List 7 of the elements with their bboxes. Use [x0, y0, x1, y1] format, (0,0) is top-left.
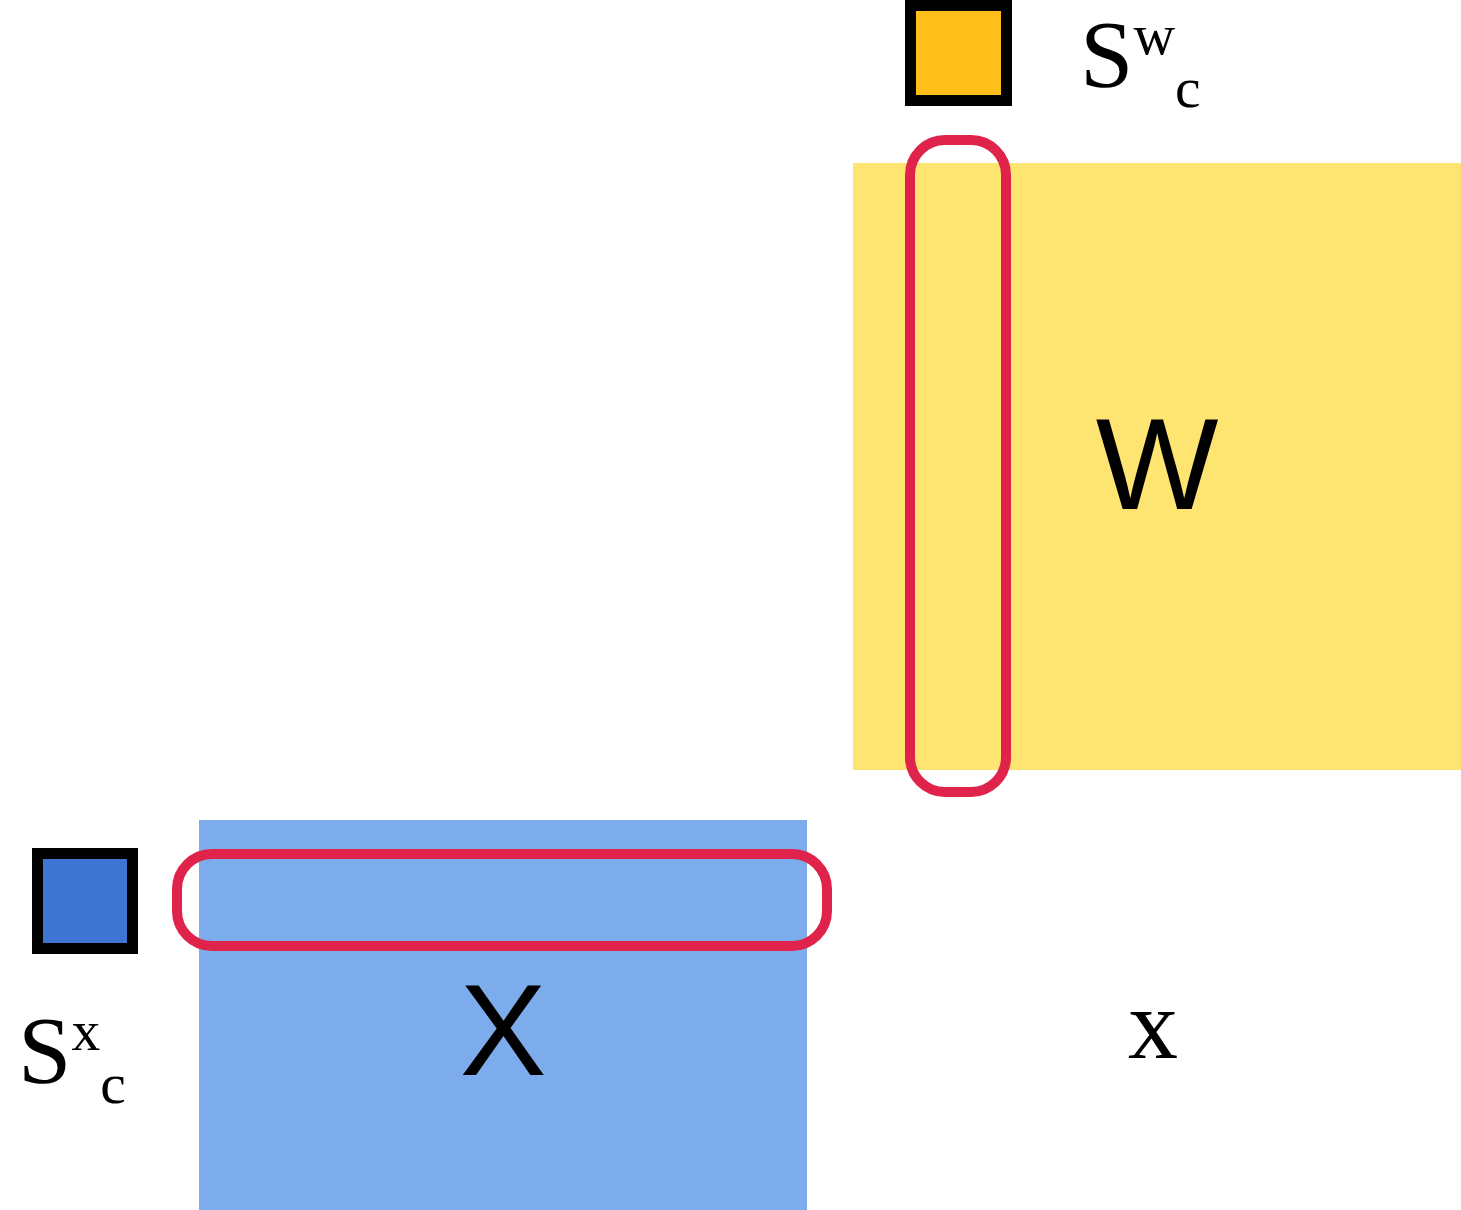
matrix-label: X: [459, 965, 547, 1095]
matrix-label: W: [1095, 398, 1219, 529]
highlight-outline: [905, 135, 1011, 797]
matrix-block: [853, 163, 1461, 770]
highlight-outline: [172, 849, 832, 951]
matrix-block: [199, 820, 807, 1210]
result-label: x: [1128, 975, 1178, 1075]
